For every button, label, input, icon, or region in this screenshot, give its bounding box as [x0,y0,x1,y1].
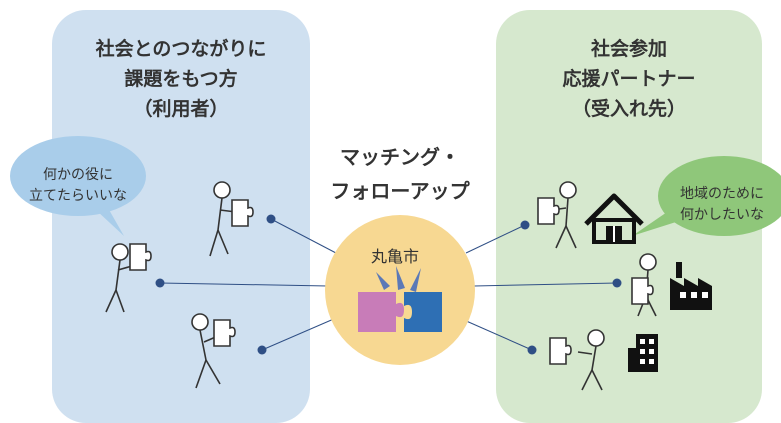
person-holding-puzzle-icon [105,243,152,313]
person-holding-puzzle-icon [549,329,605,391]
person-holding-puzzle-icon [209,181,254,257]
puzzle-pieces-icon [358,292,442,332]
connector-dots [155,214,622,355]
partner-speech-text: 地域のために 何かしたいな [680,186,764,223]
person-holding-puzzle-icon [191,313,236,389]
person-holding-puzzle-icon [537,181,577,249]
partner-group-title: 社会参加 応援パートナー （受入れ先） [562,38,696,120]
user-group-title: 社会とのつながりに 課題をもつ方 （利用者） [95,38,267,120]
user-speech-text: 何かの役に 立てたらいいな [29,167,127,204]
organization-label: 丸亀市 [370,247,419,266]
partner-speech-bubble [632,156,781,236]
matching-hub-circle [325,215,475,365]
office-building-icon [628,334,658,372]
connector-lines [159,218,618,351]
person-holding-puzzle-icon [631,253,657,317]
matching-title: マッチング・ フォローアップ [330,145,470,203]
factory-icon [670,262,712,310]
idea-sparks-icon [376,266,421,292]
user-group-panel [52,10,310,423]
user-speech-bubble [10,136,146,236]
house-icon [584,193,644,244]
